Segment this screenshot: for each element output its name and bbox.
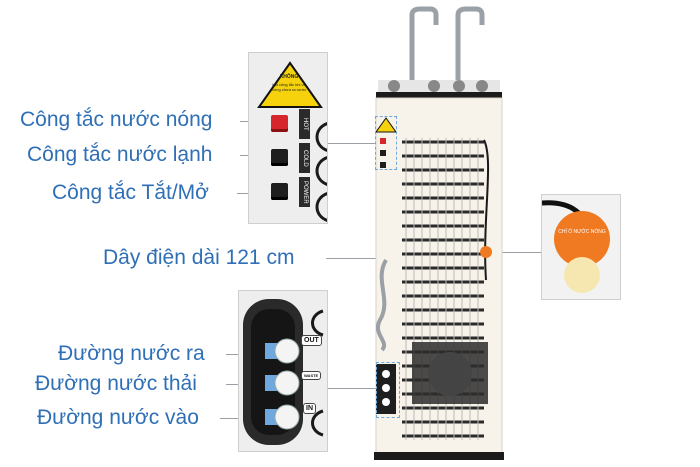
label-power-cord: Dây điện dài 121 cm [103, 246, 295, 269]
ports-panel-card: OUT WASTE IN [238, 290, 328, 452]
warning-triangle-icon [257, 61, 323, 108]
faucet-pipes [409, 6, 485, 85]
leader-line-ports [326, 388, 378, 389]
label-power-switch: Công tắc Tắt/Mở [52, 181, 209, 204]
in-port-label: IN [303, 403, 316, 414]
tube-loops [315, 122, 327, 222]
water-out-fitting[interactable] [261, 337, 301, 365]
water-in-fitting[interactable] [261, 403, 301, 431]
waste-port-label: WASTE [301, 371, 322, 380]
leader-line-cord [326, 258, 388, 259]
warning-text: bật công tắc khi vỏ nóng chưa ra nước [271, 82, 307, 92]
switch-callout-box [375, 116, 397, 170]
ports-callout-box [376, 362, 400, 418]
label-hot-water-switch: Công tắc nước nóng [20, 108, 213, 131]
hot-tag: HOT [299, 109, 310, 139]
label-water-in: Đường nước vào [37, 406, 199, 429]
hot-water-switch[interactable] [271, 115, 288, 132]
label-water-out: Đường nước ra [58, 342, 205, 365]
switch-panel-card: KHÔNG bật công tắc khi vỏ nóng chưa ra n… [248, 52, 328, 224]
cold-water-switch[interactable] [271, 149, 288, 166]
sticker-tube [542, 200, 610, 293]
leader-line-sticker [493, 252, 541, 253]
leader-line-switch-panel [326, 143, 376, 144]
power-tag: POWER [299, 177, 310, 207]
label-cold-water-switch: Công tắc nước lạnh [27, 143, 213, 166]
water-purifier-back [374, 80, 504, 460]
power-switch[interactable] [271, 183, 288, 200]
warning-title: KHÔNG [279, 74, 299, 80]
label-water-waste: Đường nước thải [35, 372, 197, 395]
out-port-label: OUT [301, 335, 322, 346]
sticker-text: CHỈ Ổ NƯỚC NÓNG [558, 229, 606, 235]
cold-tag: COLD [299, 143, 310, 173]
water-waste-fitting[interactable] [261, 369, 301, 397]
sticker-card: CHỈ Ổ NƯỚC NÓNG [541, 194, 621, 300]
